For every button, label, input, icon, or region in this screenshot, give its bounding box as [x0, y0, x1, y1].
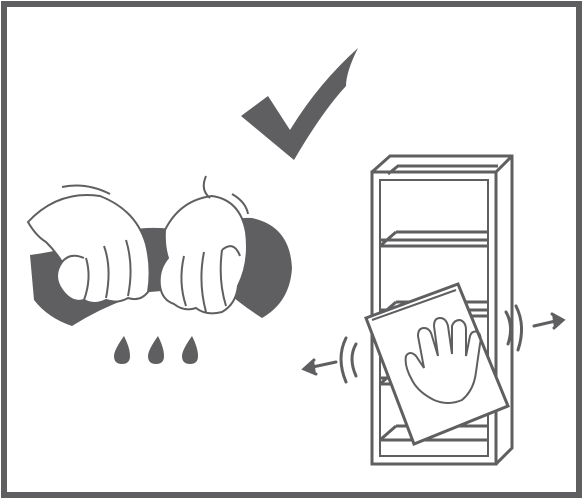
illustration-canvas	[0, 0, 583, 499]
care-instruction-illustration	[0, 0, 583, 499]
